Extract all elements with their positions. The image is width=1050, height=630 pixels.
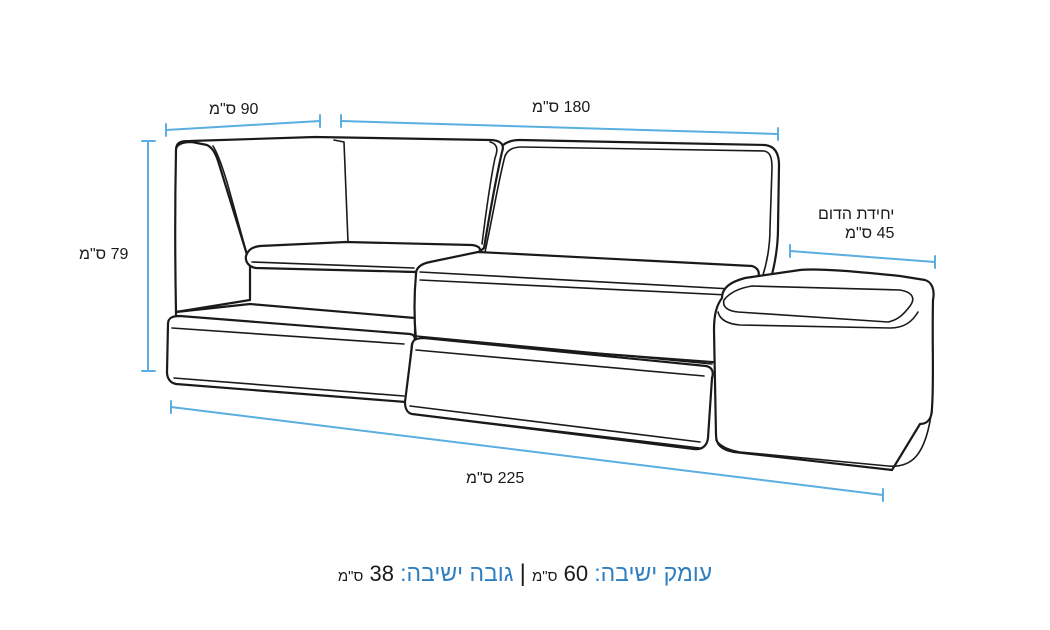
right-seat-base <box>403 336 714 451</box>
dimension-line-seat-width <box>340 114 779 141</box>
label-ottoman-size: 45 ס"מ <box>845 225 895 242</box>
seat-depth-unit: ס"מ <box>532 568 558 585</box>
dimension-line-corner-width <box>165 114 321 137</box>
corner-unit-base <box>165 302 417 404</box>
ottoman <box>712 268 935 472</box>
seat-height-value: 38 <box>369 561 394 586</box>
seat-height-unit: ס"מ <box>337 568 364 585</box>
label-total-width: 225 ס"מ <box>466 470 525 487</box>
dimension-line-total-width <box>170 400 884 502</box>
label-ottoman-title: יחידת הדום <box>818 206 895 223</box>
label-seat-width: 180 ס"מ <box>532 99 591 116</box>
dimension-line-height <box>141 140 156 372</box>
corner-unit-back <box>174 135 504 314</box>
specs-separator: | <box>519 560 526 587</box>
seat-specs: עומק ישיבה: 60 ס"מ | גובה ישיבה: 38 ס"מ <box>0 558 1050 592</box>
dimension-line-ottoman <box>789 244 936 269</box>
seat-depth-label: עומק ישיבה: <box>594 560 713 586</box>
label-height: 79 ס"מ <box>79 246 129 263</box>
seat-depth-value: 60 <box>563 561 589 586</box>
label-corner-width: 90 ס"מ <box>209 101 259 118</box>
seat-height-label: גובה ישיבה: <box>400 560 514 586</box>
dimension-lines <box>141 114 936 502</box>
